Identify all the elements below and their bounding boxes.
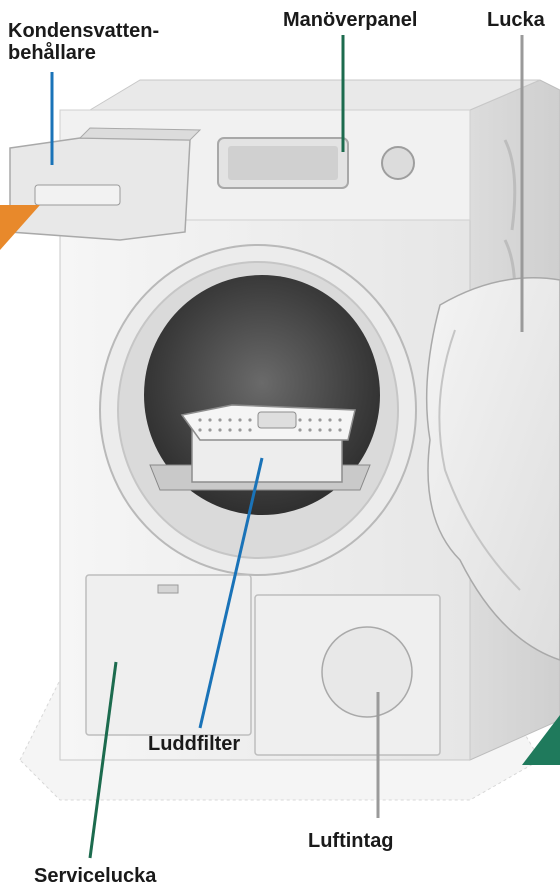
label-luftintag: Luftintag <box>308 830 394 852</box>
water-container-top <box>80 128 200 140</box>
label-kondensvatten-line1: Kondensvatten- <box>8 20 159 42</box>
water-container-handle <box>35 185 120 205</box>
air-intake <box>322 627 412 717</box>
lint-filter-handle <box>258 412 296 428</box>
label-manoverpanel: Manöverpanel <box>283 9 417 31</box>
label-lucka: Lucka <box>487 9 545 31</box>
label-luddfilter: Luddfilter <box>148 733 240 755</box>
control-display-inner <box>228 146 338 180</box>
program-knob <box>382 147 414 179</box>
label-kondensvatten-line2: behållare <box>8 42 159 64</box>
service-hatch-tab <box>158 585 178 593</box>
label-kondensvattenbehallare: Kondensvatten- behållare <box>8 20 159 64</box>
label-servicelucka: Servicelucka <box>34 865 156 887</box>
dryer-top <box>90 80 540 110</box>
